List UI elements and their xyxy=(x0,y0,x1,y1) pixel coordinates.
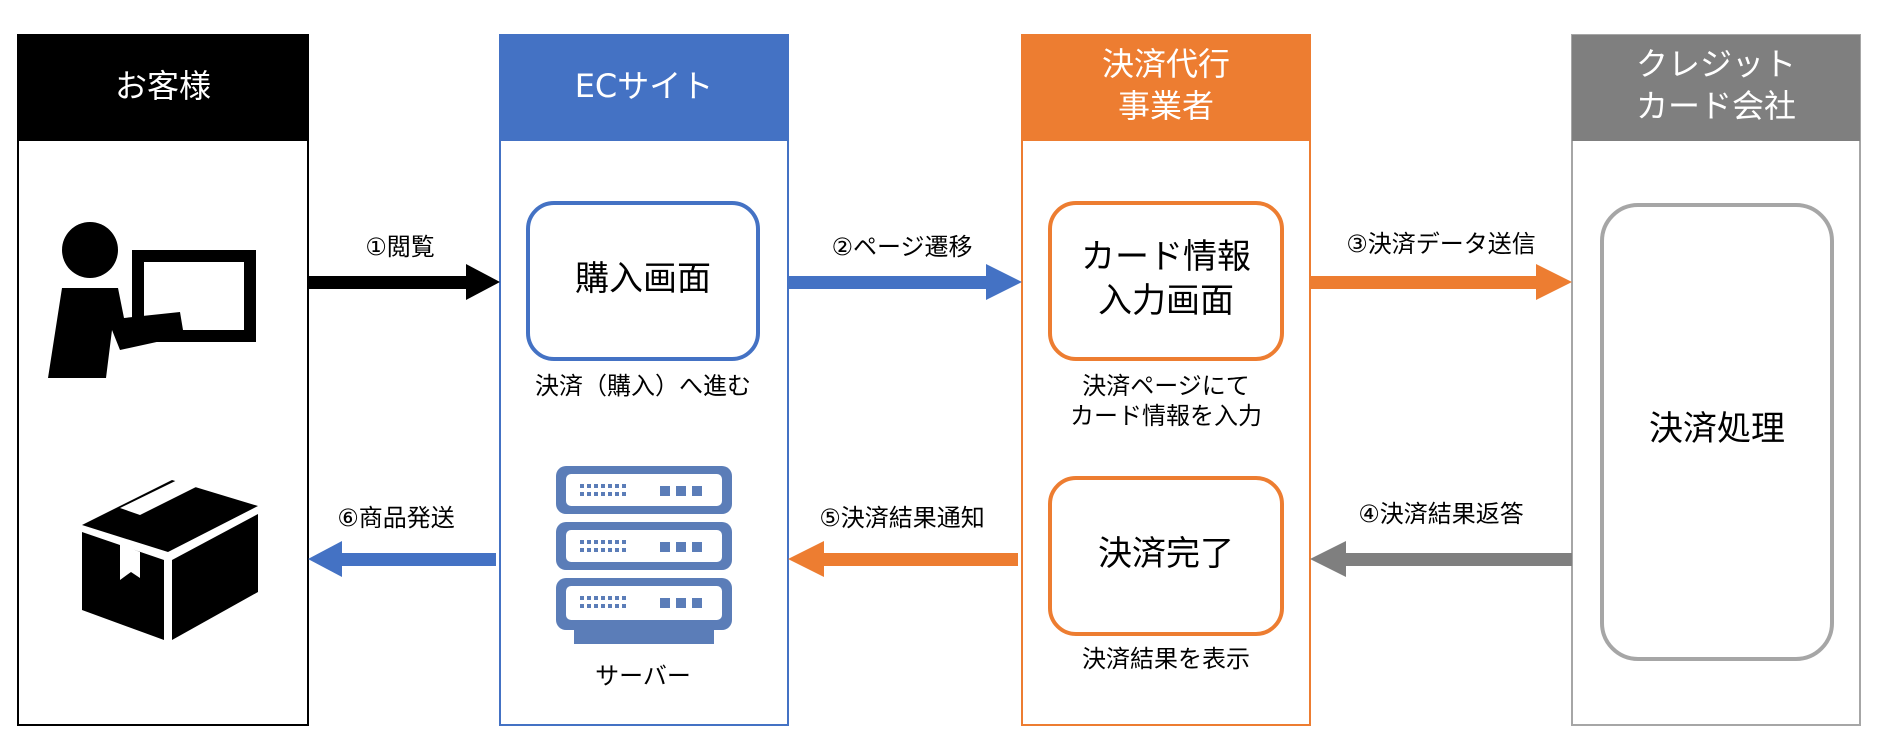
result-display-caption: 決済結果を表示 xyxy=(1082,645,1250,673)
payment-processing-box xyxy=(1600,203,1834,661)
arrow-step3-label: ③決済データ送信 xyxy=(1346,230,1536,258)
server-rack-icon xyxy=(556,466,732,644)
column-customer: お客様 xyxy=(17,34,309,726)
arrow-step6: ⑥商品発送 xyxy=(308,504,496,577)
card-input-label-line1: カード情報 xyxy=(1081,237,1251,277)
payment-complete-box xyxy=(1048,476,1284,636)
person-at-computer-icon xyxy=(48,222,256,378)
column-ec-site: ECサイト 購入画面 決済（購入）へ進む xyxy=(499,34,789,726)
arrow-step2-label: ②ページ遷移 xyxy=(831,233,972,261)
customer-header xyxy=(18,35,308,141)
payment-agency-header-line2: 事業者 xyxy=(1118,87,1214,125)
card-input-label-line2: 入力画面 xyxy=(1098,281,1234,321)
column-card-company: クレジット カード会社 決済処理 xyxy=(1571,34,1861,726)
card-company-header xyxy=(1572,35,1860,141)
payment-agency-header-line1: 決済代行 xyxy=(1102,45,1230,83)
payment-agency-header xyxy=(1022,35,1310,141)
customer-header-label: お客様 xyxy=(115,67,211,105)
column-payment-agency: 決済代行 事業者 カード情報 入力画面 決済ページにて カード情報を入力 決済完… xyxy=(1021,34,1311,726)
arrow-step5: ⑤決済結果通知 xyxy=(788,504,1018,577)
purchase-screen-box xyxy=(526,201,760,361)
arrow-step2: ②ページ遷移 xyxy=(788,233,1022,300)
server-caption: サーバー xyxy=(595,662,691,690)
arrow-step6-label: ⑥商品発送 xyxy=(337,504,455,532)
purchase-screen-label: 購入画面 xyxy=(575,259,711,299)
card-input-caption-line1: 決済ページにて xyxy=(1082,372,1250,400)
payment-processing-label: 決済処理 xyxy=(1649,409,1785,449)
arrow-step1-label: ①閲覧 xyxy=(365,233,435,261)
arrow-step5-label: ⑤決済結果通知 xyxy=(819,504,985,532)
arrow-step4-label: ④決済結果返答 xyxy=(1358,500,1524,528)
arrow-step1: ①閲覧 xyxy=(308,233,500,300)
purchase-caption: 決済（購入）へ進む xyxy=(535,372,751,400)
ec-site-header-label: ECサイト xyxy=(575,67,714,105)
arrow-step3: ③決済データ送信 xyxy=(1310,230,1572,300)
payment-complete-label: 決済完了 xyxy=(1098,534,1234,574)
card-company-header-line2: カード会社 xyxy=(1636,87,1796,125)
card-input-screen-box xyxy=(1048,201,1284,361)
card-company-header-line1: クレジット xyxy=(1636,45,1796,83)
ec-site-header xyxy=(500,35,788,141)
arrow-step4: ④決済結果返答 xyxy=(1310,500,1572,577)
card-input-caption-line2: カード情報を入力 xyxy=(1070,402,1262,430)
package-box-icon xyxy=(82,466,258,640)
